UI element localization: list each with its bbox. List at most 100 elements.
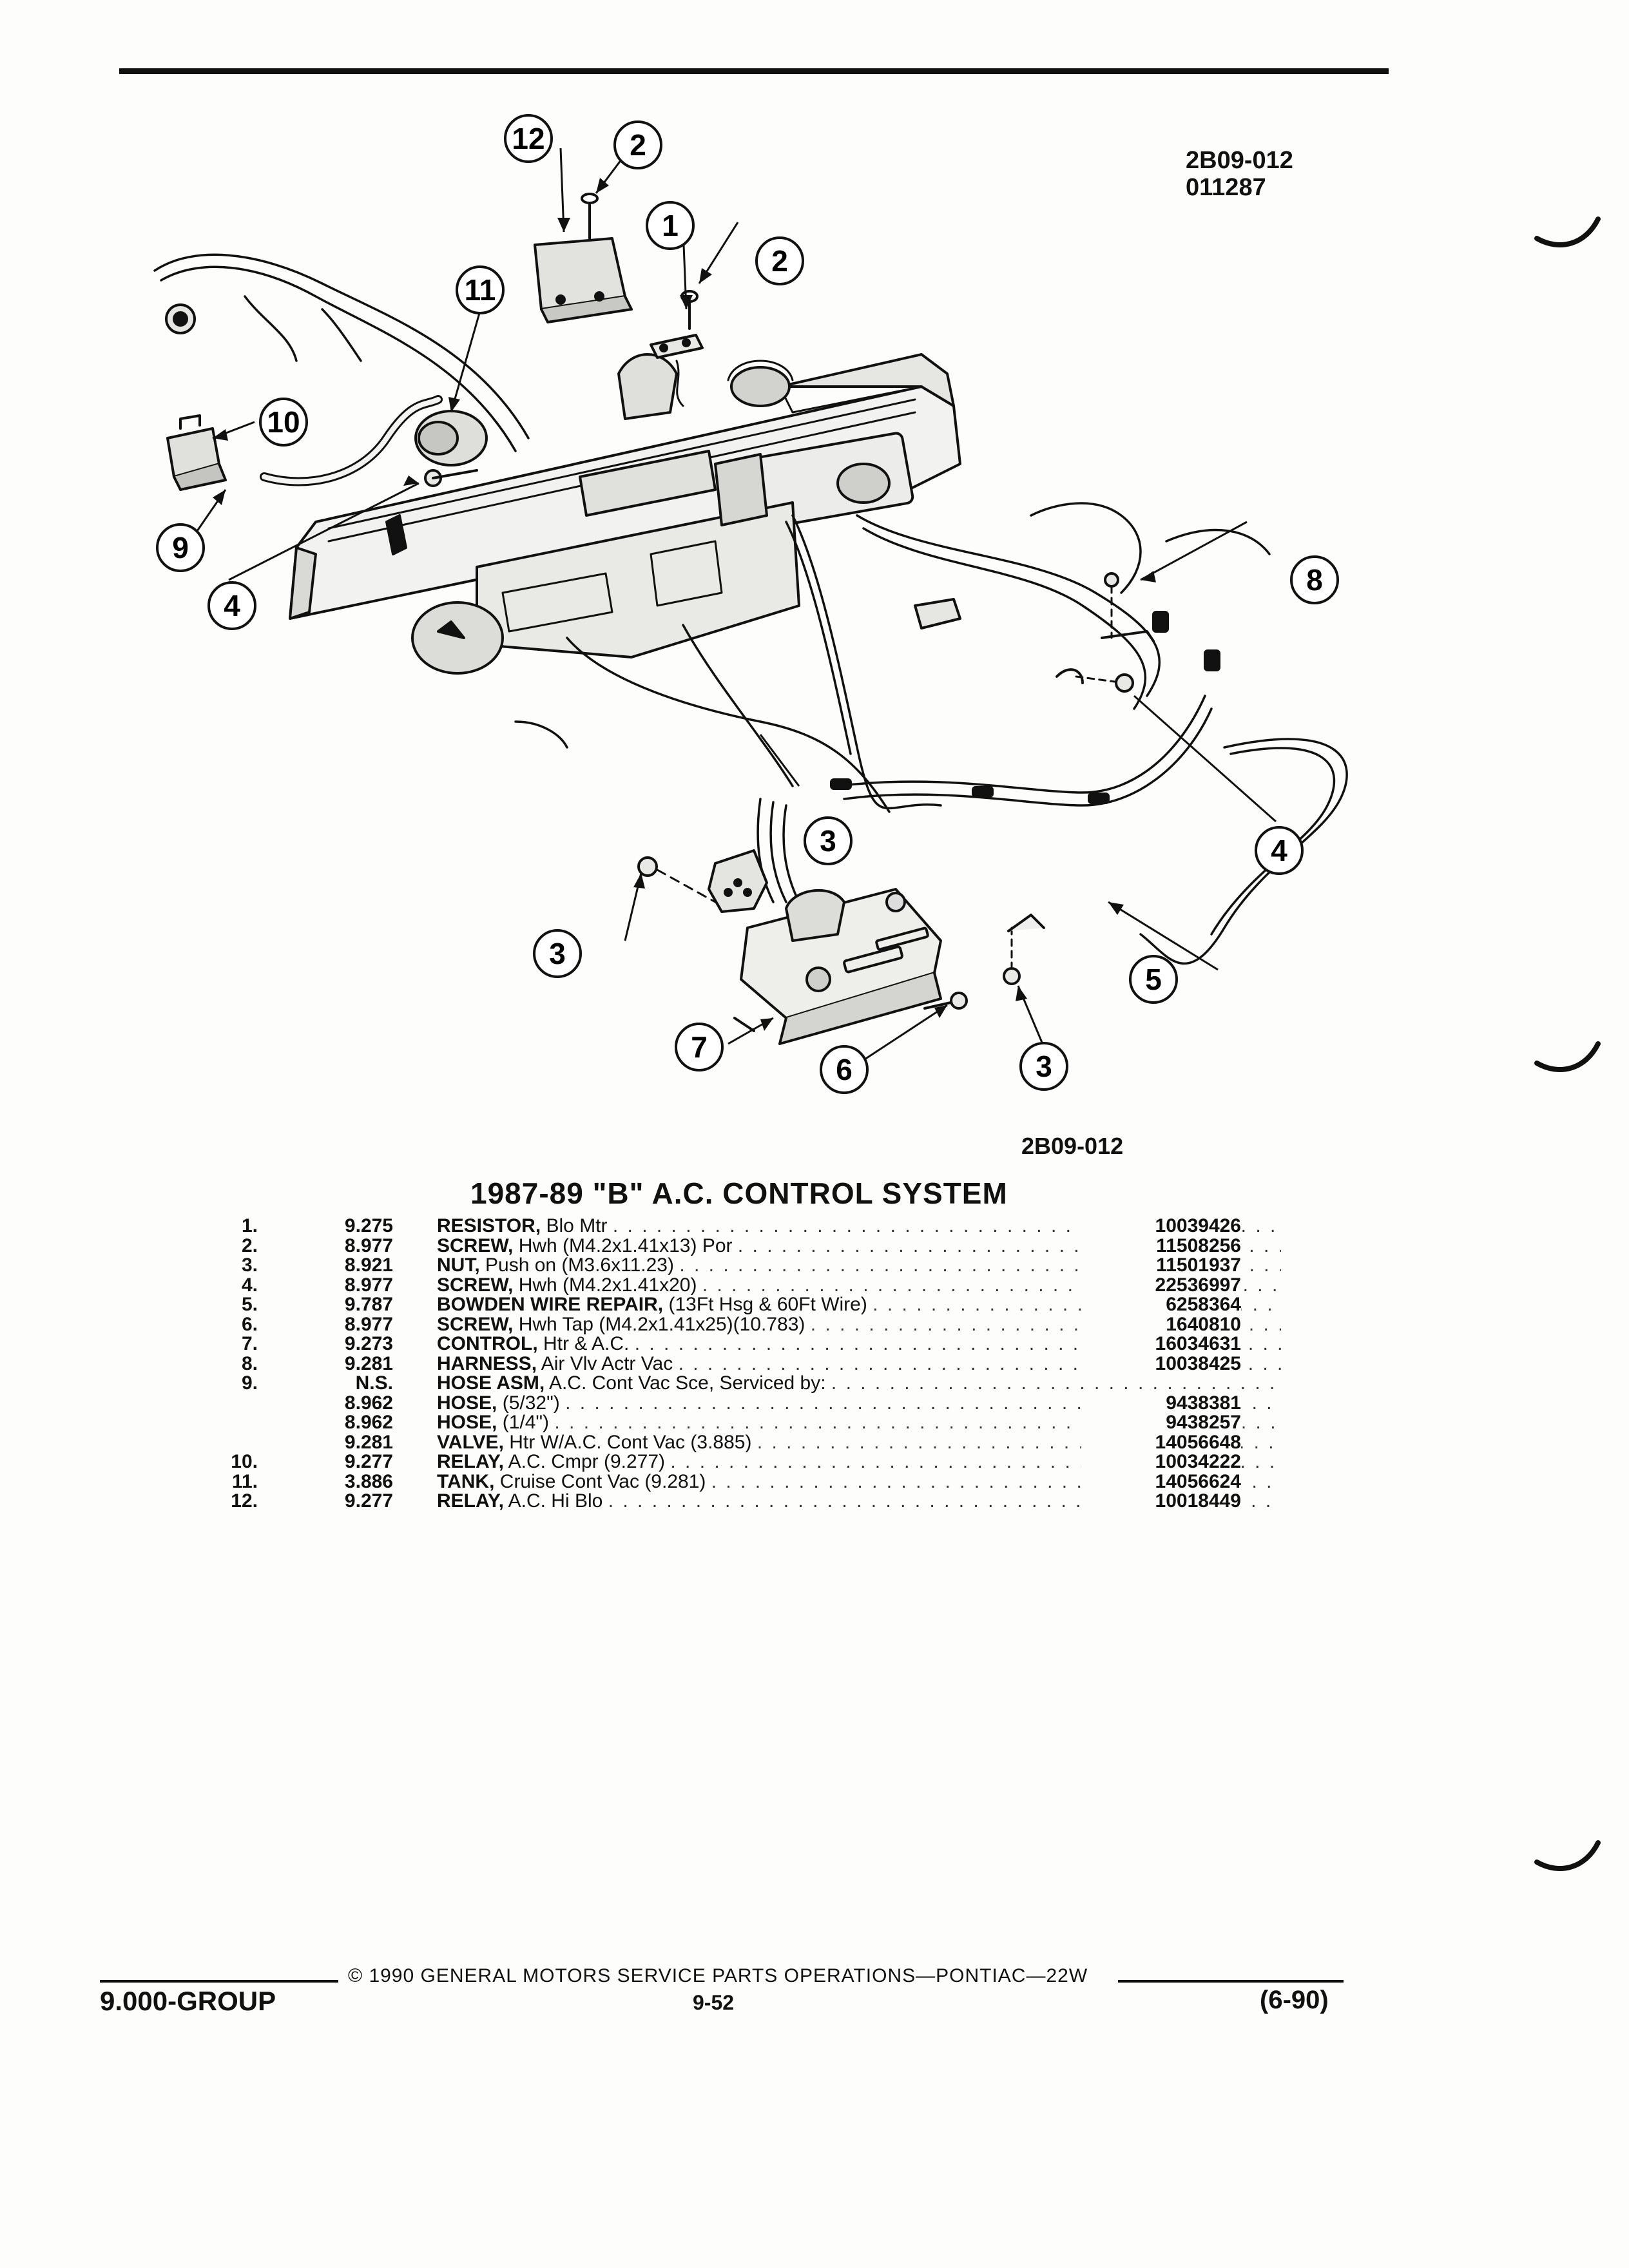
part-name: HOSE,	[437, 1413, 497, 1432]
part-detail: Push on (M3.6x11.23)	[485, 1256, 674, 1275]
part-detail: (13Ft Hsg & 60Ft Wire)	[668, 1295, 867, 1314]
item-number: 1.	[241, 1215, 258, 1236]
part-name: HOSE ASM,	[437, 1374, 545, 1393]
part-detail: Htr W/A.C. Cont Vac (3.885)	[509, 1432, 752, 1452]
part-number: 22536997	[1081, 1275, 1241, 1295]
group-number: 8.962	[344, 1392, 393, 1414]
nut-part-3-left	[637, 856, 717, 903]
binder-mark-1	[1534, 216, 1601, 247]
item-number: 10.	[231, 1451, 258, 1472]
item-number: 9.	[241, 1372, 258, 1394]
group-number: 9.275	[344, 1215, 393, 1236]
item-number: 8.	[241, 1352, 258, 1374]
part-name: CONTROL,	[437, 1334, 538, 1354]
group-number: 9.281	[344, 1431, 393, 1453]
callout-12: 12	[504, 114, 553, 163]
part-name: SCREW,	[437, 1236, 514, 1256]
part-detail: Blo Mtr	[546, 1216, 608, 1236]
parts-row: 5. 9.787 BOWDEN WIRE REPAIR, (13Ft Hsg & 6…	[193, 1294, 1281, 1315]
part-number: 16034631	[1081, 1334, 1241, 1354]
group-number: 8.977	[344, 1313, 393, 1335]
part-detail: Htr & A.C.	[543, 1334, 630, 1354]
group-number: 9.787	[344, 1294, 393, 1315]
callout-label: 11	[465, 273, 496, 307]
callout-5: 5	[1129, 955, 1178, 1004]
callout-label: 4	[224, 589, 240, 622]
control-htr-ac	[733, 888, 942, 1045]
part-number: 9438381	[1081, 1393, 1241, 1413]
resistor-blo-mtr	[650, 334, 704, 407]
callout-label: 3	[1036, 1050, 1052, 1083]
callout-7: 7	[675, 1023, 724, 1072]
group-number: 8.962	[344, 1412, 393, 1433]
part-name: SCREW,	[437, 1275, 514, 1295]
callout-6: 6	[820, 1045, 869, 1094]
tank-cruise-vac	[414, 410, 488, 466]
hose-asm	[260, 395, 443, 486]
item-number: 11.	[231, 1470, 258, 1492]
item-number: 5.	[241, 1294, 258, 1315]
part-name: RESISTOR,	[437, 1216, 541, 1236]
callout-label: 4	[1271, 834, 1287, 867]
part-number: 9438257	[1081, 1413, 1241, 1432]
cable-bracket	[914, 598, 1084, 684]
group-number: N.S.	[355, 1372, 393, 1394]
callout-4: 4	[1255, 826, 1304, 875]
item-number: 6.	[241, 1313, 258, 1335]
group-number: 9.281	[344, 1352, 393, 1374]
part-number: 14056624	[1081, 1472, 1241, 1492]
callout-label: 10	[267, 405, 300, 439]
part-name: BOWDEN WIRE REPAIR,	[437, 1295, 664, 1314]
part-detail: Air Vlv Actr Vac	[541, 1354, 673, 1374]
figure-id-code: 2B09-012	[1186, 147, 1293, 174]
footer-group: 9.000-GROUP	[100, 1986, 276, 2016]
callout-9: 9	[156, 523, 205, 572]
callout-label: 12	[512, 122, 545, 155]
item-number: 7.	[241, 1333, 258, 1354]
callout-4: 4	[207, 581, 256, 630]
part-detail: A.C. Cont Vac Sce, Serviced by:	[548, 1374, 826, 1393]
screw-part-2-upper	[581, 193, 599, 240]
callout-label: 7	[691, 1030, 708, 1064]
part-number: 10034222	[1081, 1452, 1241, 1472]
top-rule	[119, 68, 1389, 74]
group-number: 9.277	[344, 1451, 393, 1472]
callout-label: 3	[820, 824, 836, 858]
group-number: 8.977	[344, 1235, 393, 1256]
footer-rule-right	[1118, 1980, 1344, 1983]
callout-3: 3	[804, 816, 853, 865]
group-number: 8.921	[344, 1254, 393, 1276]
item-number: 4.	[241, 1274, 258, 1296]
part-number: 10039426	[1081, 1216, 1241, 1236]
part-name: VALVE,	[437, 1432, 504, 1452]
footer-page-number: 9-52	[693, 1991, 735, 2014]
callout-label: 8	[1306, 563, 1323, 597]
callout-1: 1	[646, 201, 695, 250]
relay-hi-blo	[534, 237, 633, 323]
vacuum-harness	[153, 253, 1348, 965]
group-number: 9.277	[344, 1490, 393, 1512]
binder-mark-3	[1534, 1840, 1601, 1871]
binder-mark-2	[1534, 1041, 1601, 1072]
part-detail: A.C. Cmpr (9.277)	[508, 1452, 666, 1472]
group-number: 8.977	[344, 1274, 393, 1296]
footer-rule-left	[100, 1980, 338, 1983]
part-detail: (1/4")	[502, 1413, 550, 1432]
part-number: 10018449	[1081, 1492, 1241, 1511]
callout-2: 2	[755, 236, 804, 285]
callout-label: 5	[1145, 963, 1162, 996]
figure-caption: 2B09-012	[1021, 1133, 1124, 1159]
callout-label: 9	[172, 531, 189, 564]
callout-10: 10	[259, 398, 308, 447]
dot-leader: . . . . . . . . . . . . . . . . . . . . …	[831, 1374, 1281, 1393]
part-number: 14056648	[1081, 1432, 1241, 1452]
